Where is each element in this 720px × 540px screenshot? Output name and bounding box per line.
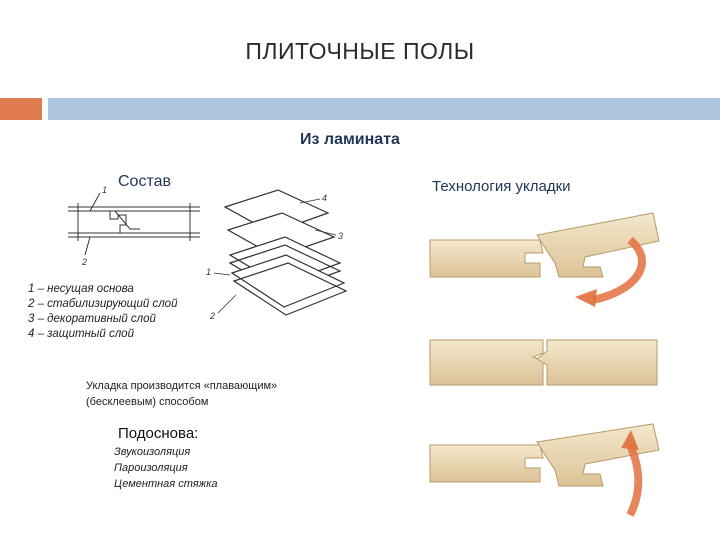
- laminate-section-drawing: 1 2: [68, 185, 200, 267]
- callout-1: 1: [206, 267, 211, 277]
- legend-item-2: 2 – стабилизирующий слой: [28, 298, 178, 310]
- laminate-layers-drawing: 4 3 1 2: [206, 189, 348, 321]
- installation-step-2-illustration: [429, 339, 658, 386]
- callout-4: 4: [322, 193, 327, 203]
- legend-item-1: 1 – несущая основа: [28, 283, 134, 295]
- callout-2: 2: [209, 311, 215, 321]
- underlay-item-3: Цементная стяжка: [114, 478, 218, 490]
- underlay-item-1: Звукоизоляция: [114, 446, 191, 458]
- method-line-1: Укладка производится «плавающим»: [86, 380, 278, 392]
- callout-3: 3: [338, 231, 343, 241]
- section-subtitle: Из ламината: [300, 131, 400, 148]
- callout-1-top: 1: [102, 185, 107, 195]
- installation-step-3-illustration: [429, 423, 660, 517]
- method-line-2: (бесклеевым) способом: [86, 396, 209, 408]
- installation-step-1-illustration: [429, 212, 660, 307]
- accent-bar: [0, 98, 42, 120]
- header-rule: [48, 98, 720, 120]
- callout-2-bottom: 2: [81, 257, 87, 267]
- underlay-item-2: Пароизоляция: [114, 462, 188, 474]
- slide-title: ПЛИТОЧНЫЕ ПОЛЫ: [245, 38, 475, 64]
- installation-method-note: Укладка производится «плавающим» (бескле…: [86, 378, 386, 410]
- composition-heading: Состав: [118, 173, 171, 190]
- technology-heading: Технология укладки: [432, 178, 571, 195]
- legend-item-3: 3 – декоративный слой: [28, 313, 156, 325]
- underlay-heading: Подоснова:: [118, 425, 199, 442]
- legend-item-4: 4 – защитный слой: [28, 328, 134, 340]
